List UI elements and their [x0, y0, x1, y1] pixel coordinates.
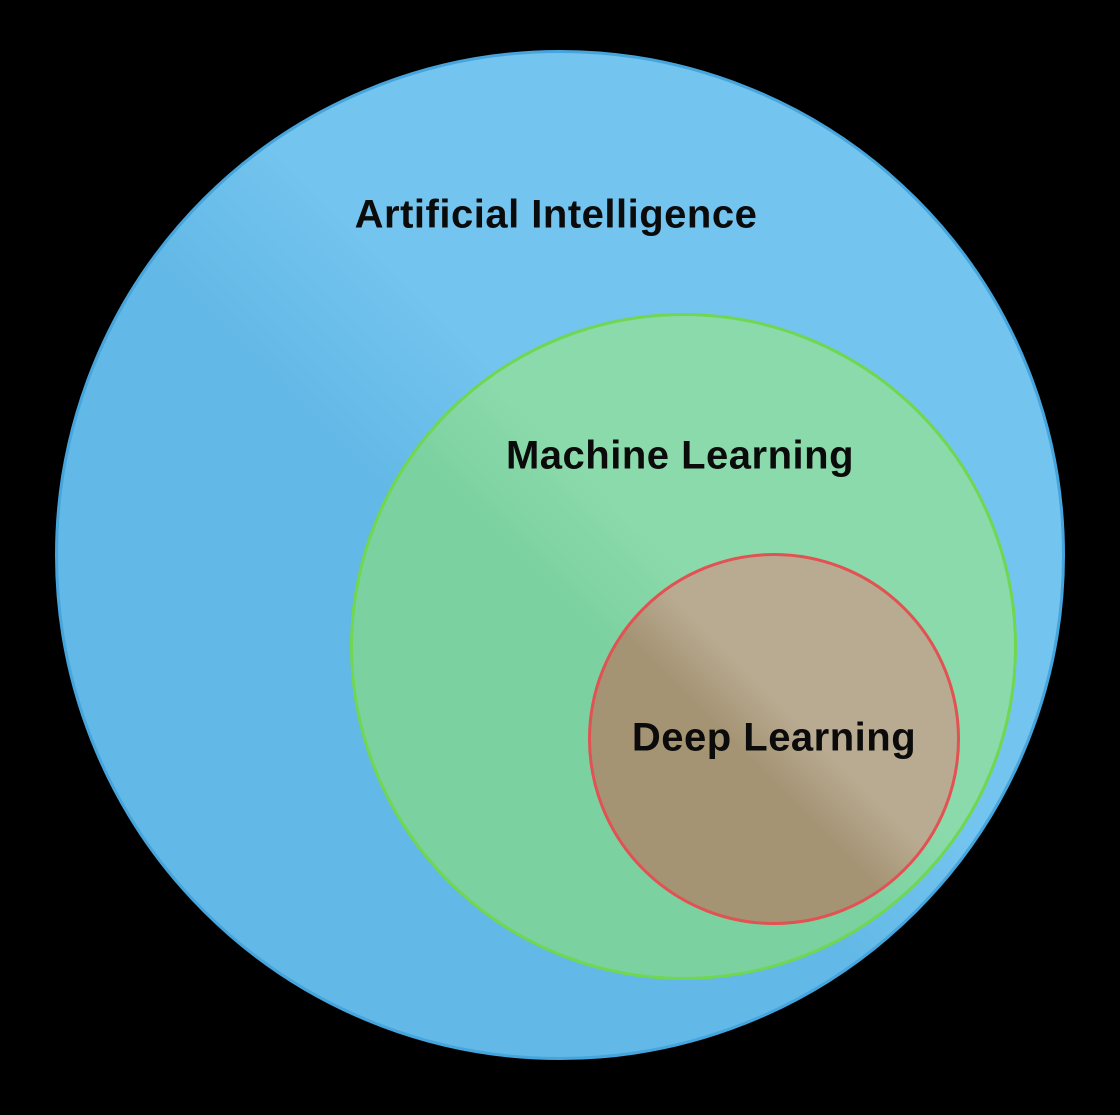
- label-deep-learning: Deep Learning: [631, 715, 917, 760]
- circle-deep-learning: [588, 553, 960, 925]
- label-machine-learning: Machine Learning: [505, 433, 855, 478]
- label-artificial-intelligence: Artificial Intelligence: [354, 192, 758, 237]
